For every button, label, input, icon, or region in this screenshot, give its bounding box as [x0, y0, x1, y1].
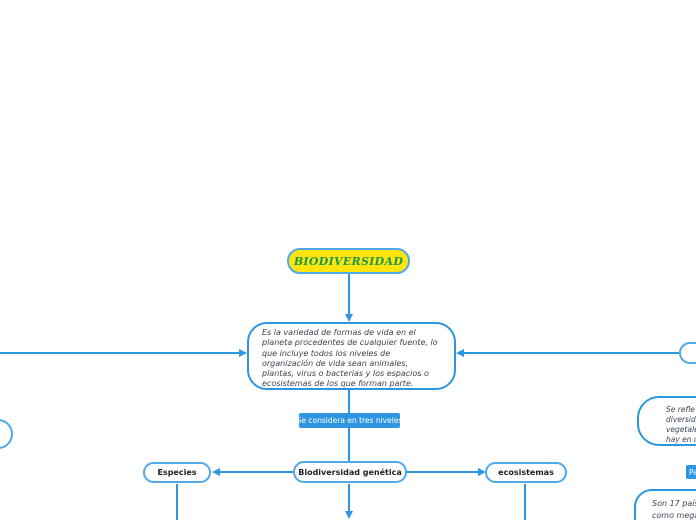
partial-bubble-bottom-right-line: Son 17 países: [652, 499, 696, 508]
node-biodiversidad-genetica[interactable]: Biodiversidad genética: [293, 461, 407, 483]
level-label[interactable]: Se considera en tres niveles: [296, 413, 403, 428]
connector-genetica-especies: [219, 471, 295, 473]
arrowhead-right-icon: [239, 349, 247, 357]
partial-bubble-bottom-right-line: como mega di: [652, 511, 696, 520]
definition-line: plantas, virus o bacterias y los espacio…: [262, 369, 429, 379]
connector-root-definition: [348, 274, 350, 316]
definition-line: organización de vida sean animales,: [262, 358, 409, 368]
arrowhead-down-icon: [345, 511, 353, 519]
partial-label-right-text: Pa: [689, 467, 696, 477]
level-label-text: Se considera en tres niveles: [296, 416, 403, 425]
definition-bubble[interactable]: Es la variedad de formas de vida en el p…: [247, 322, 456, 390]
connector-right-definition: [462, 352, 680, 354]
connector-genetica-down: [348, 484, 350, 512]
partial-bubble-right-line: hay en u: [666, 435, 696, 444]
partial-bubble-right[interactable]: Se refle diversid vegetale hay en u: [637, 396, 696, 446]
definition-line: Es la variedad de formas de vida en el: [262, 328, 416, 337]
partial-node-right[interactable]: [679, 342, 696, 364]
node-ecosistemas[interactable]: ecosistemas: [485, 462, 567, 483]
arrowhead-right-icon: [478, 468, 486, 476]
arrowhead-left-icon: [212, 468, 220, 476]
node-ecosistemas-label: ecosistemas: [498, 468, 554, 477]
root-node-biodiversidad[interactable]: BIODIVERSIDAD: [287, 248, 410, 274]
connector-ecosistemas-down: [524, 484, 526, 520]
partial-bubble-right-line: diversid: [666, 415, 696, 424]
connector-left-definition: [0, 352, 240, 354]
connector-especies-down: [176, 484, 178, 520]
connector-genetica-ecosistemas: [405, 471, 479, 473]
definition-line: ecosistemas de los que forman parte.: [262, 379, 414, 389]
partial-bubble-bottom-right[interactable]: Son 17 países como mega di: [634, 489, 696, 520]
node-especies[interactable]: Especies: [143, 462, 211, 483]
node-especies-label: Especies: [157, 468, 197, 477]
root-node-label: BIODIVERSIDAD: [293, 254, 404, 268]
definition-line: que incluye todos los niveles de: [262, 348, 391, 358]
node-biodiversidad-genetica-label: Biodiversidad genética: [298, 467, 402, 477]
partial-bubble-right-line: vegetale: [666, 425, 696, 434]
partial-label-right[interactable]: Pa: [686, 465, 696, 479]
arrowhead-left-icon: [456, 349, 464, 357]
definition-line: planeta procedentes de cualquier fuente,…: [262, 338, 438, 348]
arrowhead-down-icon: [345, 314, 353, 322]
partial-bubble-right-line: Se refle: [666, 405, 695, 414]
partial-node-left[interactable]: [0, 419, 13, 449]
